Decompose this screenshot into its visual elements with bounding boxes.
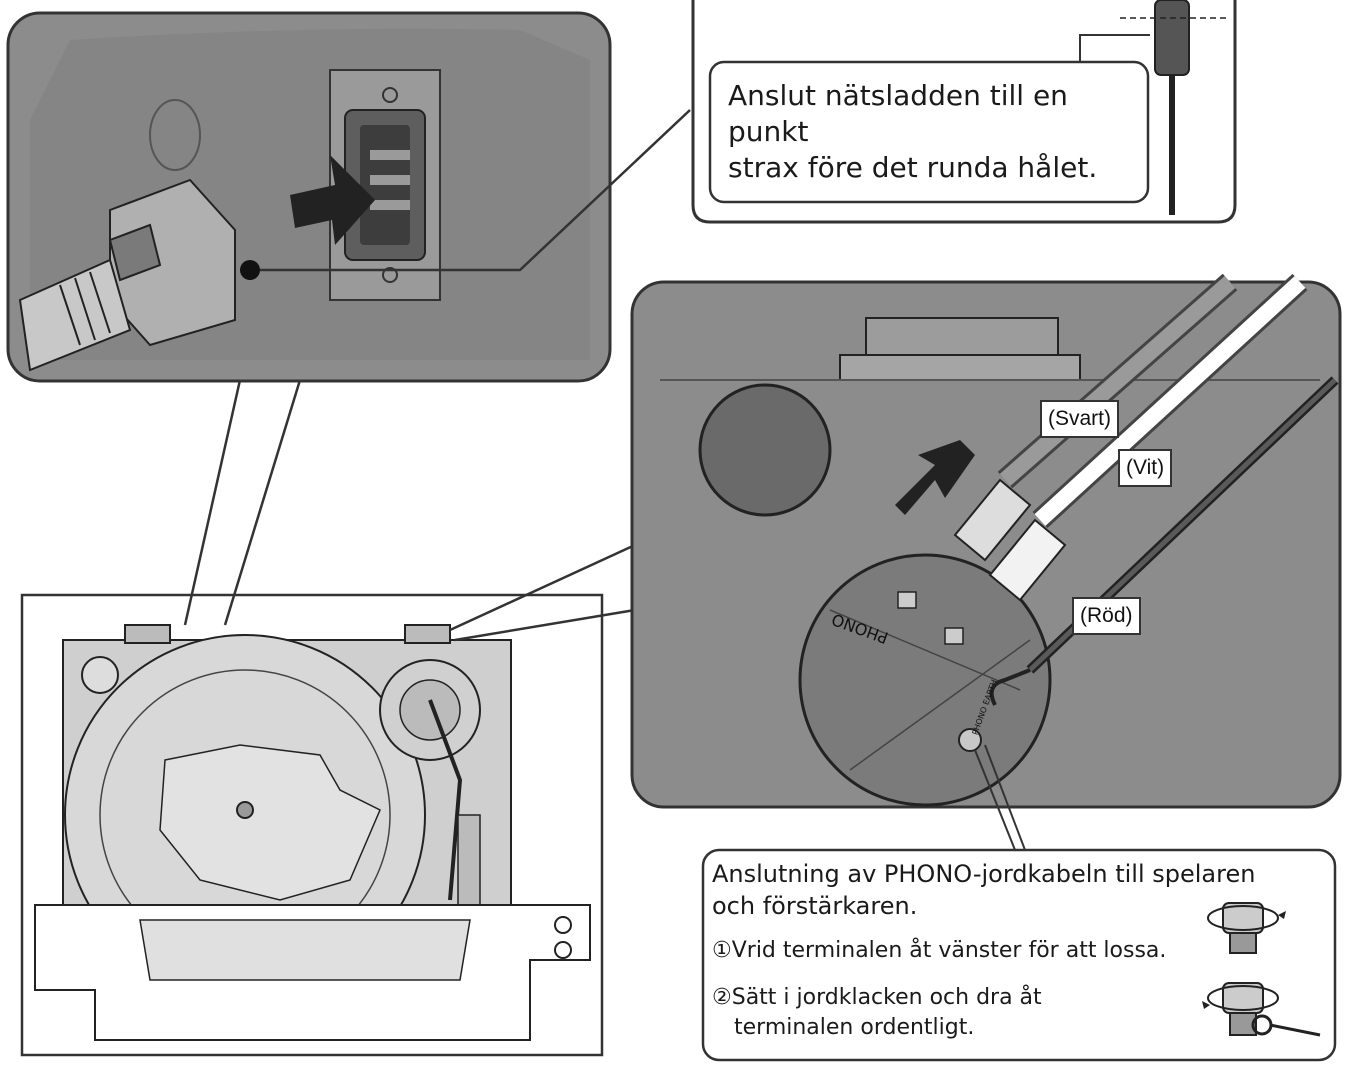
terminal-loosen-icon <box>1207 902 1286 954</box>
power-note-line1: Anslut nätsladden till en punkt <box>728 79 1068 148</box>
earth-lug-icon <box>989 668 1031 706</box>
turntable-overview <box>20 379 636 1057</box>
marker-dot-icon <box>240 260 260 280</box>
power-note-frame <box>691 0 1237 224</box>
rca-plug-white-icon <box>988 518 1067 602</box>
earth-note-frame <box>701 848 1337 1062</box>
insert-arrow-icon <box>895 440 975 515</box>
phono-connection-zoom: PHONO <box>630 273 1342 851</box>
earth-note-step2-line2: terminalen ordentligt. <box>734 1015 975 1040</box>
label-white-cable: (Vit) <box>1118 449 1173 487</box>
earth-note-title-line1: Anslutning av PHONO-jordkabeln till spel… <box>712 860 1256 888</box>
earth-note-title-line2: och förstärkaren. <box>712 892 918 920</box>
earth-terminal-icon <box>958 728 982 752</box>
power-cord-plug-icon <box>1154 0 1190 76</box>
terminal-tighten-icon <box>1202 982 1321 1037</box>
power-note-text: Anslut nätsladden till en punkt strax fö… <box>728 78 1138 186</box>
earth-note-title: Anslutning av PHONO-jordkabeln till spel… <box>712 858 1312 922</box>
power-note-line2: strax före det runda hålet. <box>728 151 1098 184</box>
earth-note-step1: ①Vrid terminalen åt vänster för att loss… <box>712 938 1167 963</box>
label-black-cable: (Svart) <box>1040 400 1119 438</box>
earth-note-step2: ②Sätt i jordklacken och dra åt terminale… <box>712 983 1132 1043</box>
rca-plug-black-icon <box>953 478 1032 562</box>
insert-arrow-icon <box>290 155 375 245</box>
label-red-cable: (Röd) <box>1072 597 1141 635</box>
earth-note-step2-line1: ②Sätt i jordklacken och dra åt <box>712 985 1042 1010</box>
power-socket-zoom <box>6 11 691 383</box>
